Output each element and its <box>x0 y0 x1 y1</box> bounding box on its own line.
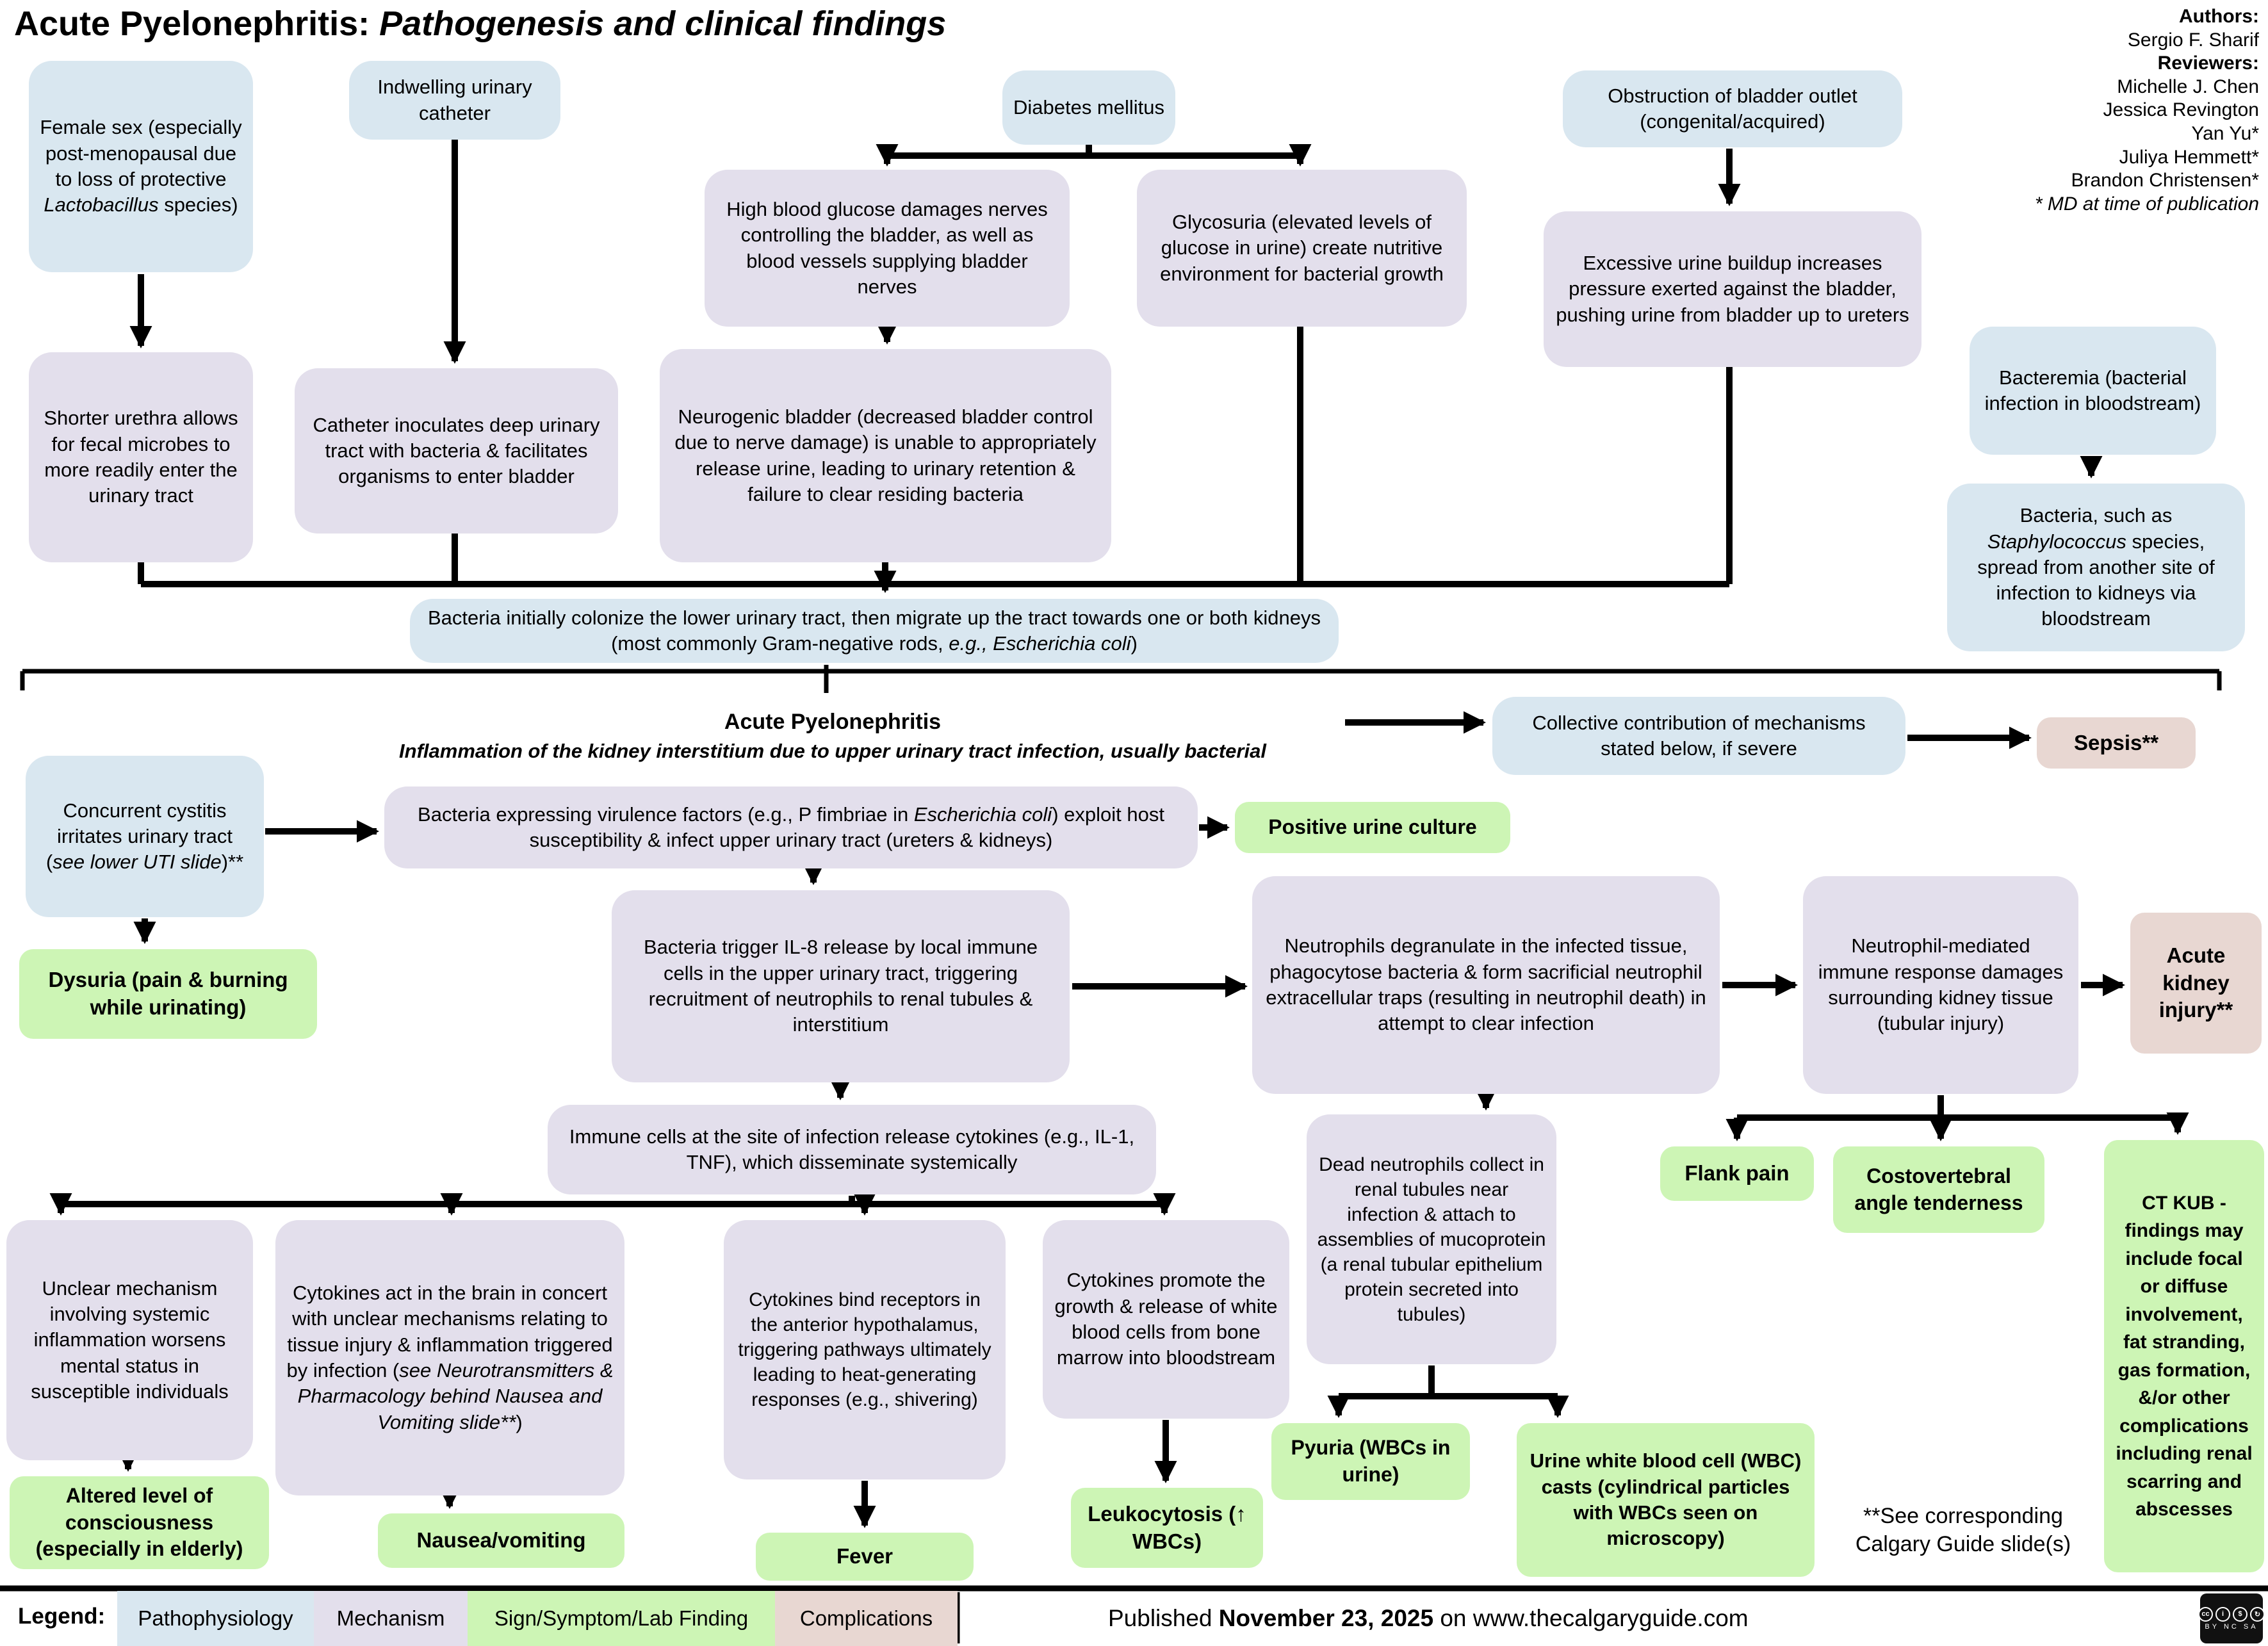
node-concurrent-cystitis: Concurrent cystitis irritates urinary tr… <box>26 756 264 917</box>
page-title-main: Acute Pyelonephritis: <box>14 4 380 43</box>
section-subtitle: Inflammation of the kidney interstitium … <box>399 740 1266 762</box>
node-indwelling-catheter: Indwelling urinary catheter <box>349 61 560 140</box>
reviewer-name: Juliya Hemmett* <box>2119 146 2259 168</box>
attribution-icon: i <box>2215 1606 2230 1622</box>
node-pyuria: Pyuria (WBCs in urine) <box>1271 1423 1470 1500</box>
page-title-subtitle: Pathogenesis and clinical findings <box>379 4 947 43</box>
section-header: Acute Pyelonephritis Inflammation of the… <box>333 710 1332 763</box>
node-collective-contribution: Collective contribution of mechanisms st… <box>1492 697 1905 775</box>
node-costovertebral-tenderness: Costovertebral angle tenderness <box>1833 1146 2044 1233</box>
node-bacteremia: Bacteremia (bacterial infection in blood… <box>1970 327 2216 455</box>
node-dead-neutrophils: Dead neutrophils collect in renal tubule… <box>1307 1114 1556 1364</box>
node-fever: Fever <box>756 1533 974 1581</box>
node-cytokines-promote-wbc: Cytokines promote the growth & release o… <box>1043 1220 1289 1419</box>
node-diabetes-mellitus: Diabetes mellitus <box>1002 70 1175 145</box>
legend-item-sign-symptom: Sign/Symptom/Lab Finding <box>468 1591 775 1646</box>
reviewers-label: Reviewers: <box>2157 53 2259 74</box>
page-title: Acute Pyelonephritis: Pathogenesis and c… <box>14 4 946 44</box>
cc-license-badge: cc i $ ↻ BY NC SA <box>2198 1593 2265 1643</box>
node-excessive-urine-buildup: Excessive urine buildup increases pressu… <box>1544 211 1921 367</box>
legend-bar: Legend: Pathophysiology Mechanism Sign/S… <box>0 1591 2268 1646</box>
node-altered-consciousness: Altered level of consciousness (especial… <box>10 1476 269 1569</box>
node-dysuria: Dysuria (pain & burning while urinating) <box>19 949 317 1039</box>
share-alike-icon: ↻ <box>2250 1606 2265 1622</box>
node-bacteria-colonize: Bacteria initially colonize the lower ur… <box>410 599 1339 663</box>
node-unclear-mechanism: Unclear mechanism involving systemic inf… <box>6 1220 253 1460</box>
cc-icon: cc <box>2198 1606 2213 1622</box>
node-neutrophils-degranulate: Neutrophils degranulate in the infected … <box>1252 876 1720 1094</box>
node-flank-pain: Flank pain <box>1660 1146 1814 1201</box>
author-name: Sergio F. Sharif <box>2127 29 2259 51</box>
node-acute-kidney-injury: Acute kidney injury** <box>2130 913 2262 1054</box>
credits-block: Authors: Sergio F. Sharif Reviewers: Mic… <box>2035 5 2259 216</box>
authors-label: Authors: <box>2179 6 2259 27</box>
node-shorter-urethra: Shorter urethra allows for fecal microbe… <box>29 352 253 562</box>
node-il8-release: Bacteria trigger IL-8 release by local i… <box>612 890 1070 1082</box>
reviewer-name: Jessica Revington <box>2103 99 2259 121</box>
cc-license-letters: BY NC SA <box>2205 1622 2258 1631</box>
legend-label: Legend: <box>18 1604 106 1629</box>
node-bladder-outlet-obstruction: Obstruction of bladder outlet (congenita… <box>1563 70 1902 147</box>
node-virulence-factors: Bacteria expressing virulence factors (e… <box>384 786 1198 868</box>
node-cytokines-brain: Cytokines act in the brain in concert wi… <box>275 1220 624 1495</box>
reviewer-name: Brandon Christensen* <box>2071 170 2259 191</box>
node-sepsis: Sepsis** <box>2037 717 2196 769</box>
non-commercial-icon: $ <box>2233 1606 2248 1622</box>
node-catheter-inoculates: Catheter inoculates deep urinary tract w… <box>295 368 618 534</box>
node-glycosuria: Glycosuria (elevated levels of glucose i… <box>1137 170 1467 327</box>
see-corresponding-note: **See corresponding Calgary Guide slide(… <box>1855 1504 2071 1557</box>
node-staphylococcus-spread: Bacteria, such as Staphylococcus species… <box>1947 484 2245 651</box>
node-high-blood-glucose: High blood glucose damages nerves contro… <box>705 170 1070 327</box>
legend-item-pathophysiology: Pathophysiology <box>117 1591 314 1646</box>
node-nausea-vomiting: Nausea/vomiting <box>378 1513 624 1568</box>
reviewer-name: Yan Yu* <box>2191 122 2259 144</box>
reviewer-name: Michelle J. Chen <box>2117 76 2259 97</box>
credits-footnote: * MD at time of publication <box>2034 193 2259 215</box>
node-neutrophil-mediated-damage: Neutrophil-mediated immune response dama… <box>1803 876 2078 1094</box>
node-ct-kub-findings: CT KUB - findings may include focal or d… <box>2104 1140 2264 1572</box>
legend-item-complications: Complications <box>775 1591 958 1646</box>
section-title: Acute Pyelonephritis <box>724 710 942 734</box>
node-cytokines-disseminate: Immune cells at the site of infection re… <box>548 1105 1156 1194</box>
legend-item-mechanism: Mechanism <box>314 1591 468 1646</box>
node-leukocytosis: Leukocytosis (↑ WBCs) <box>1071 1488 1263 1568</box>
node-neurogenic-bladder: Neurogenic bladder (decreased bladder co… <box>660 349 1111 562</box>
node-cytokines-hypothalamus: Cytokines bind receptors in the anterior… <box>724 1220 1006 1479</box>
node-positive-urine-culture: Positive urine culture <box>1235 802 1510 853</box>
node-female-sex: Female sex (especially post-menopausal d… <box>29 61 253 272</box>
node-wbc-casts: Urine white blood cell (WBC) casts (cyli… <box>1517 1423 1815 1577</box>
published-line: Published November 23, 2025 on www.theca… <box>1108 1605 1749 1631</box>
